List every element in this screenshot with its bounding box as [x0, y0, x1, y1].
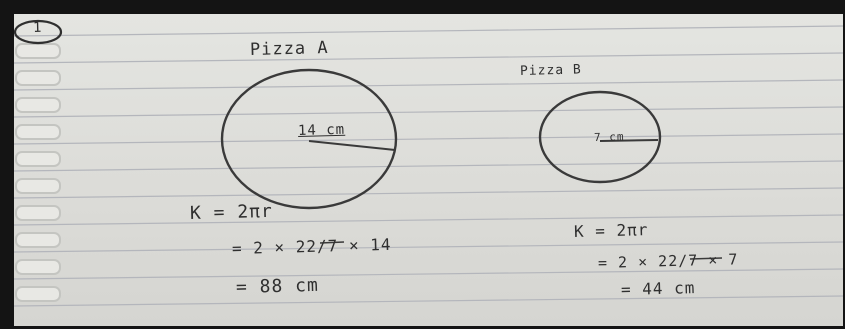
- pizza-b-working-line3: = 44 cm: [620, 278, 696, 299]
- notebook-page: 1 Pizza A Pizza B 14 cm 7 cm K = 2πr = 2…: [14, 14, 843, 326]
- pizza-a-radius: [308, 140, 396, 151]
- problem-number: 1: [32, 19, 43, 36]
- pizza-a-title: Pizza A: [249, 37, 329, 60]
- pizza-b-title: Pizza B: [519, 62, 582, 79]
- pizza-a-working-line1: K = 2πr: [189, 200, 274, 224]
- fraction-bar-b: [689, 257, 723, 260]
- fraction-bar-a: [319, 241, 345, 244]
- ruled-lines: [14, 25, 843, 307]
- pizza-b-radius-label: 7 cm: [593, 130, 625, 144]
- pizza-a-circle: [220, 68, 398, 210]
- pizza-a-working-line3: = 88 cm: [235, 274, 320, 298]
- pizza-b-circle: [538, 90, 662, 184]
- pencil-drawings: [14, 19, 723, 260]
- pizza-b-working-line1: K = 2πr: [573, 220, 649, 241]
- pizza-a-radius-label: 14 cm: [297, 121, 346, 139]
- problem-number-circle: [14, 19, 63, 45]
- pizza-b-radius: [599, 139, 659, 142]
- pizza-b-working-line2: = 2 × 22/7 × 7: [597, 250, 739, 272]
